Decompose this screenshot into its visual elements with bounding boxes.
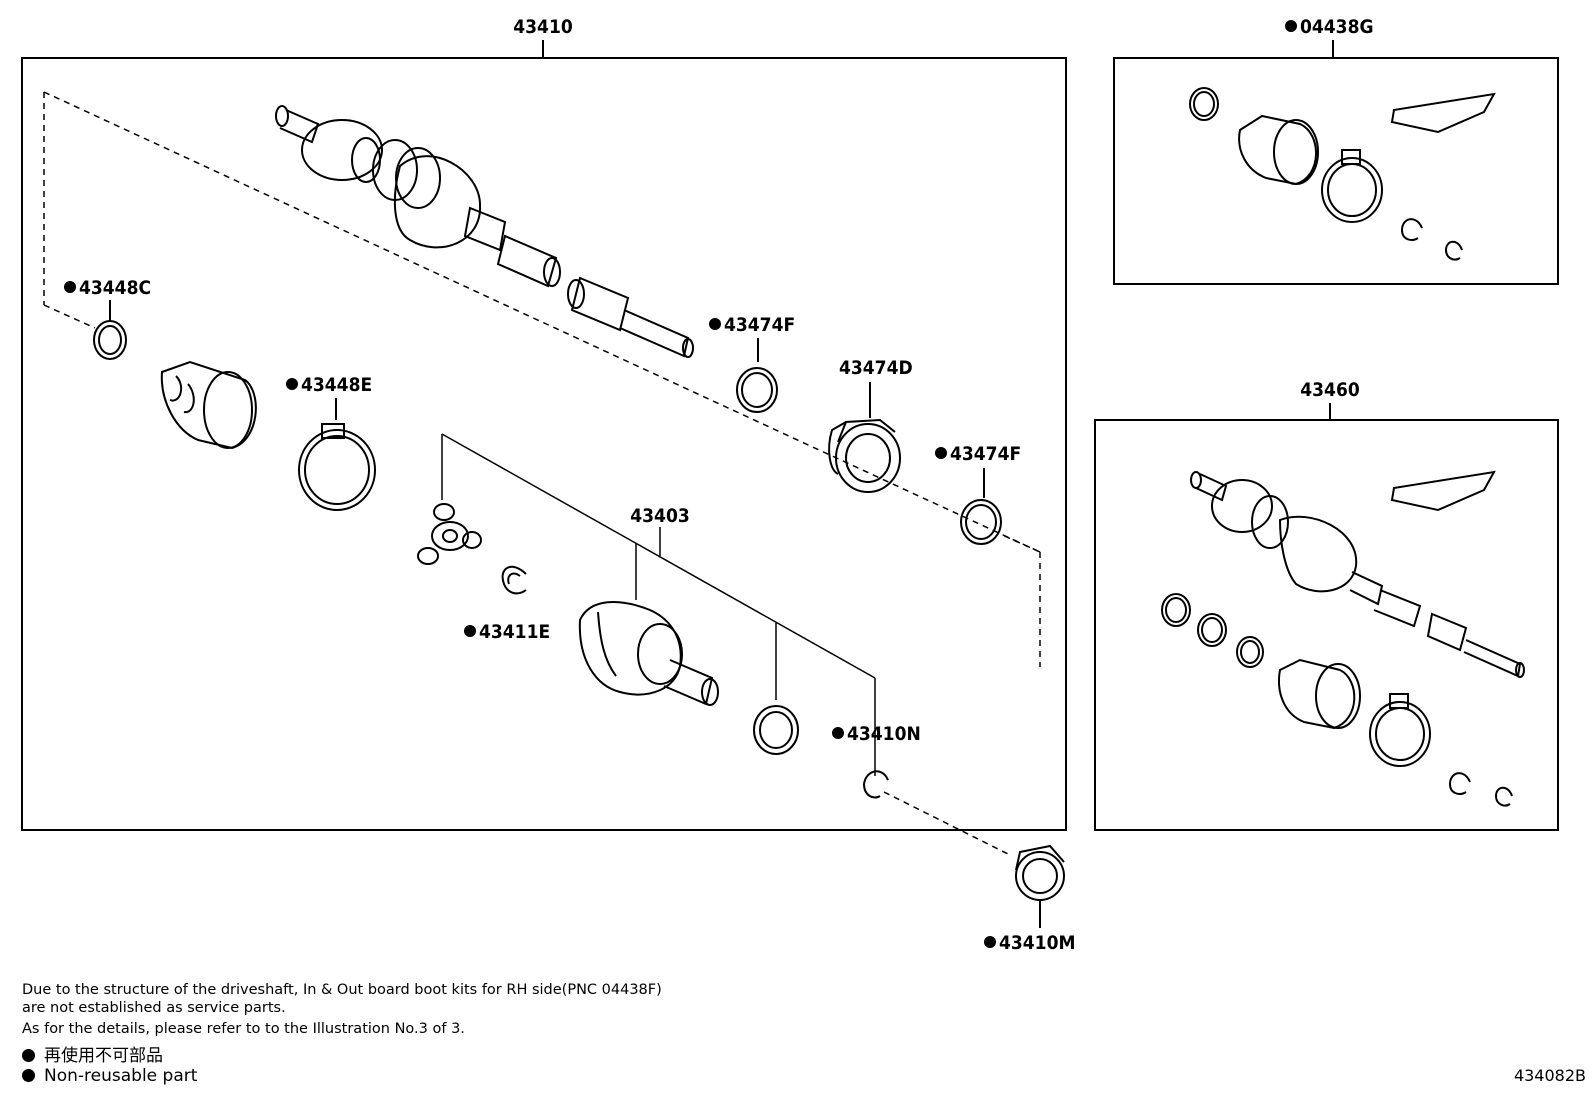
inboard-joint-housing xyxy=(578,601,719,706)
legend-text-en: Non-reusable part xyxy=(44,1066,198,1086)
grease-pack-icon xyxy=(1390,92,1496,134)
note-line-2: are not established as service parts. xyxy=(22,1000,286,1016)
label-43474F-top: 43474F xyxy=(724,314,795,336)
nonreusable-dot-04438G xyxy=(1285,20,1297,32)
boot-kit-contents xyxy=(1189,87,1496,261)
note-line-3: As for the details, please refer to to t… xyxy=(22,1021,465,1037)
dot-43410M xyxy=(984,936,996,948)
label-43474F-right: 43474F xyxy=(950,443,1021,465)
dot-43448E xyxy=(286,378,298,390)
label-43448C: 43448C xyxy=(79,277,151,299)
outboard-boot xyxy=(160,360,257,450)
label-43411E: 43411E xyxy=(479,621,550,643)
dust-cover-43410M xyxy=(1015,844,1065,901)
inboard-bracket-lines xyxy=(441,433,876,776)
label-43410: 43410 xyxy=(513,16,573,38)
label-43474D: 43474D xyxy=(839,357,913,379)
exploded-guide xyxy=(43,91,1041,856)
snap-ring-43410N xyxy=(862,770,889,799)
legend-item-en: Non-reusable part xyxy=(22,1066,197,1086)
label-43448E: 43448E xyxy=(301,374,372,396)
spare-shaft-frame xyxy=(1094,419,1559,831)
driveshaft-main xyxy=(275,105,694,358)
dot-43474F-top xyxy=(709,318,721,330)
dot-43411E xyxy=(464,625,476,637)
main-assembly-frame xyxy=(21,57,1067,831)
note-line-1: Due to the structure of the driveshaft, … xyxy=(22,982,662,998)
dot-43448C xyxy=(64,281,76,293)
clamp-43474F-top xyxy=(736,367,778,413)
label-43460: 43460 xyxy=(1300,379,1360,401)
boot-band-43448E xyxy=(298,429,376,511)
illustration-id: 434082B xyxy=(1513,1066,1586,1085)
snap-ring-43411E xyxy=(501,565,527,595)
filled-dot-icon xyxy=(22,1069,35,1082)
label-04438G: 04438G xyxy=(1300,16,1374,38)
boot-kit-frame xyxy=(1113,57,1559,285)
tripod-joint xyxy=(417,503,482,565)
filled-dot-icon xyxy=(22,1049,35,1062)
spare-shaft-contents xyxy=(1161,470,1525,807)
clamp-ring-43448C xyxy=(93,320,127,360)
legend-text-jp: 再使用不可部品 xyxy=(44,1046,163,1066)
dot-43474F-right xyxy=(935,447,947,459)
label-43410N: 43410N xyxy=(847,723,921,745)
oil-seal xyxy=(753,705,799,755)
dynamic-damper-43474D xyxy=(828,418,901,493)
grease-pack-icon-2 xyxy=(1390,470,1496,512)
clamp-43474F-right xyxy=(960,499,1002,545)
label-43410M: 43410M xyxy=(999,932,1075,954)
legend-item-jp: 再使用不可部品 xyxy=(22,1041,163,1066)
label-43403: 43403 xyxy=(630,505,689,527)
dot-43410N xyxy=(832,727,844,739)
